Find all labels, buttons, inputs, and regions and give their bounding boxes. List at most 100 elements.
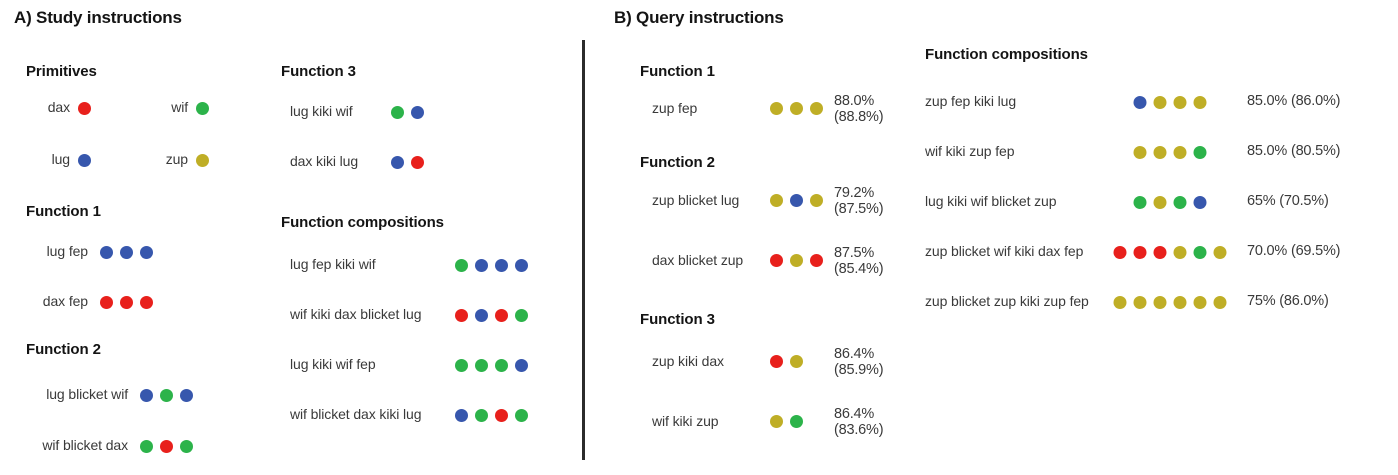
b-f3-accuracy-main-0: 86.4% [834,346,875,362]
a-f3-dots-1 [391,155,424,169]
dot-green [475,408,488,422]
section-heading-a-function-2: Function 2 [26,341,101,358]
dot-blue [1133,95,1147,109]
primitive-label-zup: zup [165,151,188,167]
b-f3-accuracy-sub-1: (83.6%) [834,422,884,438]
dot-yellow [1193,95,1207,109]
b-f2-accuracy-1: 87.5% (85.4%) [834,245,884,277]
b-f2-dots-1 [770,253,823,267]
dot-red [455,308,468,322]
dot-yellow [1153,295,1167,309]
dot-blue [78,153,91,167]
a-comp-dots-2 [440,358,528,372]
section-heading-b-function-2: Function 2 [640,154,715,171]
b-f1-label-0: zup fep [652,100,698,116]
b-f1-accuracy-main-0: 88.0% [834,93,875,109]
a-comp-label-3: wif blicket dax kiki lug [290,406,422,422]
dot-blue [140,245,153,259]
panel-b-title: B) Query instructions [614,8,784,27]
b-f3-label-1: wif kiki zup [652,413,719,429]
b-comp-label-3: zup blicket wif kiki dax fep [925,243,1084,259]
dot-red [495,408,508,422]
a-comp-dots-3 [440,408,528,422]
dot-blue [475,308,488,322]
b-comp-label-2: lug kiki wif blicket zup [925,193,1057,209]
dot-yellow [790,354,803,368]
a-f1-label-0: lug fep [46,243,88,259]
b-f2-accuracy-sub-0: (87.5%) [834,201,884,217]
dot-yellow [1213,295,1227,309]
b-comp-dots-2 [1133,195,1207,209]
dot-red [100,295,113,309]
dot-yellow [790,101,803,115]
dot-green [790,414,803,428]
primitive-label-wif: wif [171,99,188,115]
a-comp-label-0: lug fep kiki wif [290,256,376,272]
dot-blue [100,245,113,259]
a-f2-label-1: wif blicket dax [42,437,128,453]
dot-red [120,295,133,309]
dot-yellow [810,101,823,115]
a-f3-dots-0 [391,105,424,119]
dot-green [1173,195,1187,209]
dot-green [1193,145,1207,159]
primitive-dots-wif [196,101,209,115]
a-comp-label-2: lug kiki wif fep [290,356,376,372]
dot-blue [495,258,508,272]
b-f2-label-1: dax blicket zup [652,252,744,268]
dot-green [1193,245,1207,259]
dot-green [495,358,508,372]
section-heading-b-compositions: Function compositions [925,46,1088,63]
dot-red [810,253,823,267]
dot-green [475,358,488,372]
dot-blue [790,193,803,207]
primitive-dots-zup [196,153,209,167]
dot-yellow [1153,195,1167,209]
a-f1-label-1: dax fep [42,293,88,309]
dot-green [515,408,528,422]
b-comp-accuracy-0: 85.0% (86.0%) [1247,93,1341,109]
dot-yellow [810,193,823,207]
b-f1-dots-0 [770,101,823,115]
dot-green [160,388,173,402]
panel-a-title: A) Study instructions [14,8,182,27]
dot-yellow [1133,145,1147,159]
b-comp-dots-1 [1133,145,1207,159]
dot-yellow [1133,295,1147,309]
primitive-label-lug: lug [51,151,70,167]
dot-yellow [1113,295,1127,309]
b-comp-accuracy-3: 70.0% (69.5%) [1247,243,1341,259]
primitive-label-dax: dax [47,99,70,115]
dot-yellow [1193,295,1207,309]
a-comp-dots-0 [440,258,528,272]
b-comp-dots-0 [1133,95,1207,109]
dot-blue [411,105,424,119]
dot-blue [475,258,488,272]
b-f2-accuracy-sub-1: (85.4%) [834,261,884,277]
primitive-dots-dax [78,101,91,115]
b-comp-accuracy-2: 65% (70.5%) [1247,193,1329,209]
dot-yellow [196,153,209,167]
dot-blue [1193,195,1207,209]
dot-yellow [1153,95,1167,109]
b-comp-label-1: wif kiki zup fep [925,143,1015,159]
dot-yellow [1173,145,1187,159]
a-comp-dots-1 [440,308,528,322]
dot-green [391,105,404,119]
section-heading-a-compositions: Function compositions [281,214,444,231]
dot-red [770,253,783,267]
dot-yellow [1173,245,1187,259]
primitive-dots-lug [78,153,91,167]
dot-red [78,101,91,115]
b-comp-dots-3 [1113,245,1227,259]
dot-red [140,295,153,309]
dot-red [1133,245,1147,259]
b-f3-accuracy-1: 86.4% (83.6%) [834,406,884,438]
dot-green [140,439,153,453]
dot-red [1153,245,1167,259]
section-heading-a-function-1: Function 1 [26,203,101,220]
dot-green [196,101,209,115]
b-f3-accuracy-sub-0: (85.9%) [834,362,884,378]
b-f2-dots-0 [770,193,823,207]
